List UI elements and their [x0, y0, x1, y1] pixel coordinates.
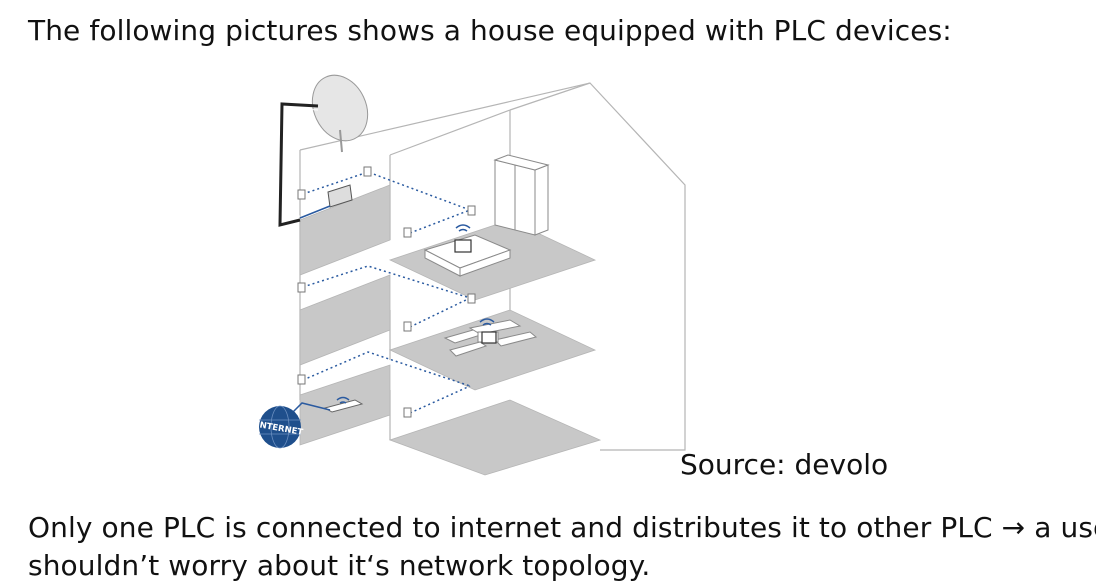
laptop-icon	[479, 318, 497, 344]
floor-low-right	[388, 399, 602, 476]
floor-top-left	[299, 184, 391, 276]
figure-caption: Source: devolo	[680, 448, 889, 481]
intro-text: The following pictures shows a house equ…	[28, 14, 952, 47]
internet-globe-icon: INTERNET	[256, 405, 304, 449]
satellite-dish	[278, 74, 369, 227]
tv-receiver	[299, 184, 353, 219]
laptop-icon	[454, 224, 472, 253]
floor-mid-right	[388, 309, 597, 391]
conclusion-line-1: Only one PLC is connected to internet an…	[28, 511, 1096, 544]
plc-adapters	[297, 166, 476, 418]
floor-slabs	[299, 184, 602, 476]
plc-house-illustration: INTERNET	[256, 74, 686, 476]
floor-mid-left	[299, 274, 391, 366]
conclusion-line-2: shouldn’t worry about it‘s network topol…	[28, 549, 651, 582]
wardrobe	[493, 154, 550, 236]
powerline-connections	[302, 171, 471, 414]
